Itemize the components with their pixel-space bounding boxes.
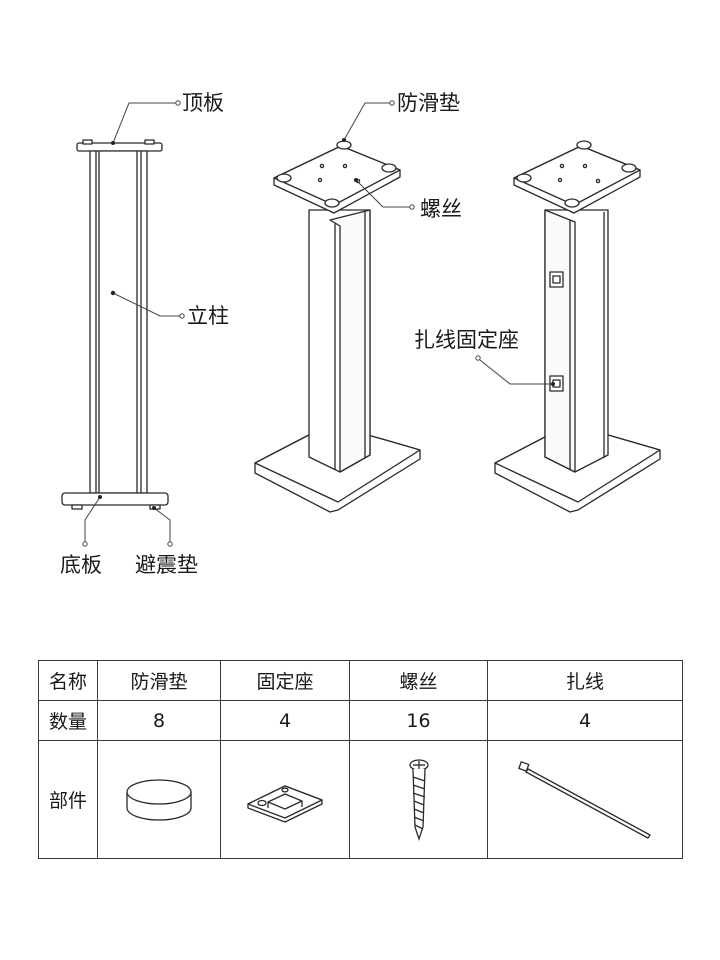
label-cable-mount: 扎线固定座 bbox=[414, 328, 519, 352]
quantity-anti-slip-pad: 8 bbox=[97, 700, 221, 741]
label-anti-slip-pad: 防滑垫 bbox=[397, 91, 460, 115]
screw-icon bbox=[408, 758, 429, 841]
parts-table: 名称 防滑垫 固定座 螺丝 扎线 数量 8 4 16 4 部件 bbox=[38, 660, 683, 859]
quantity-mount-base: 4 bbox=[220, 700, 350, 741]
label-bottom-plate: 底板 bbox=[60, 553, 102, 577]
table-parts-row: 部件 bbox=[38, 740, 683, 859]
header-screw: 螺丝 bbox=[349, 660, 488, 701]
quantity-cable-tie: 4 bbox=[487, 700, 683, 741]
mount-base-icon bbox=[247, 784, 323, 823]
quantity-screw: 16 bbox=[349, 700, 488, 741]
assembled-stand-rear bbox=[494, 140, 661, 513]
part-cable-tie-cell bbox=[487, 740, 683, 859]
header-cable-tie: 扎线 bbox=[487, 660, 683, 701]
leader-lines bbox=[84, 102, 553, 542]
header-name: 名称 bbox=[38, 660, 98, 701]
header-anti-slip-pad: 防滑垫 bbox=[97, 660, 221, 701]
parts-label: 部件 bbox=[38, 740, 98, 859]
part-anti-slip-pad-cell bbox=[97, 740, 221, 859]
part-screw-cell bbox=[349, 740, 488, 859]
quantity-label: 数量 bbox=[38, 700, 98, 741]
label-top-plate: 顶板 bbox=[182, 91, 224, 115]
table-quantity-row: 数量 8 4 16 4 bbox=[38, 700, 683, 741]
label-shock-pad: 避震垫 bbox=[135, 553, 198, 577]
bottom-plate-shape bbox=[61, 492, 169, 506]
assembled-stand-front bbox=[254, 140, 421, 513]
label-screw: 螺丝 bbox=[420, 197, 462, 221]
label-column: 立柱 bbox=[187, 304, 229, 328]
stand-drawings bbox=[61, 100, 661, 547]
anti-slip-pad-icon bbox=[126, 778, 192, 821]
table-header-row: 名称 防滑垫 固定座 螺丝 扎线 bbox=[38, 660, 683, 701]
exploded-stand bbox=[61, 139, 169, 510]
part-mount-base-cell bbox=[220, 740, 350, 859]
cable-tie-icon bbox=[518, 760, 651, 839]
column-shape bbox=[89, 150, 148, 494]
header-mount-base: 固定座 bbox=[220, 660, 350, 701]
